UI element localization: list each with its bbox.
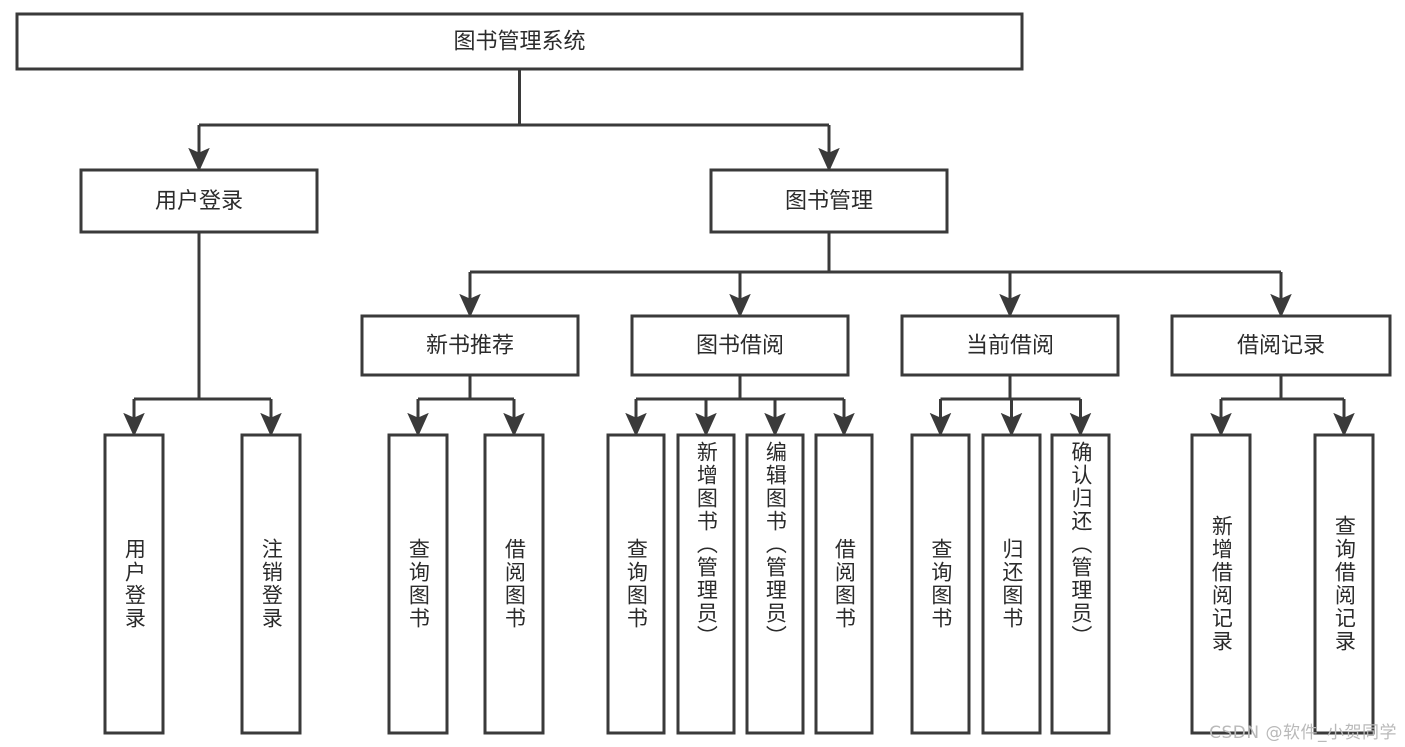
node-label-root: 图书管理系统 — [453, 30, 585, 55]
node-box-root[interactable] — [15, 12, 1024, 71]
node-box-borrow-record[interactable] — [1170, 314, 1392, 377]
node-label-user-login: 用户登录 — [155, 189, 243, 214]
node-box-leaf-borrow-book-rec[interactable] — [483, 433, 545, 735]
node-box-leaf-user-login[interactable] — [103, 433, 165, 735]
node-box-leaf-query-book-cur[interactable] — [910, 433, 971, 735]
node-label-book-borrow: 图书借阅 — [696, 334, 784, 359]
node-box-book-borrow[interactable] — [630, 314, 850, 377]
node-box-leaf-edit-book-admin[interactable] — [745, 433, 805, 735]
node-box-leaf-query-book-borrow[interactable] — [606, 433, 666, 735]
node-box-leaf-query-book-rec[interactable] — [387, 433, 449, 735]
node-box-user-login[interactable] — [79, 168, 319, 234]
node-box-leaf-borrow-book[interactable] — [814, 433, 874, 735]
node-box-leaf-confirm-return-admin[interactable] — [1050, 433, 1111, 735]
node-box-leaf-add-book-admin[interactable] — [676, 433, 736, 735]
node-label-current-borrow: 当前借阅 — [966, 334, 1054, 359]
node-box-book-manage[interactable] — [709, 168, 949, 234]
node-box-current-borrow[interactable] — [900, 314, 1120, 377]
node-box-new-book-rec[interactable] — [360, 314, 580, 377]
node-box-leaf-return-book[interactable] — [981, 433, 1042, 735]
node-box-leaf-logout[interactable] — [240, 433, 302, 735]
node-box-leaf-query-borrow-record[interactable] — [1313, 433, 1375, 735]
node-label-borrow-record: 借阅记录 — [1237, 334, 1325, 359]
node-label-book-manage: 图书管理 — [785, 189, 873, 214]
node-box-leaf-add-borrow-record[interactable] — [1190, 433, 1252, 735]
watermark-text: CSDN @软件_小贺同学 — [1209, 723, 1397, 743]
connector-layer — [123, 69, 1355, 437]
node-label-new-book-rec: 新书推荐 — [426, 334, 514, 359]
